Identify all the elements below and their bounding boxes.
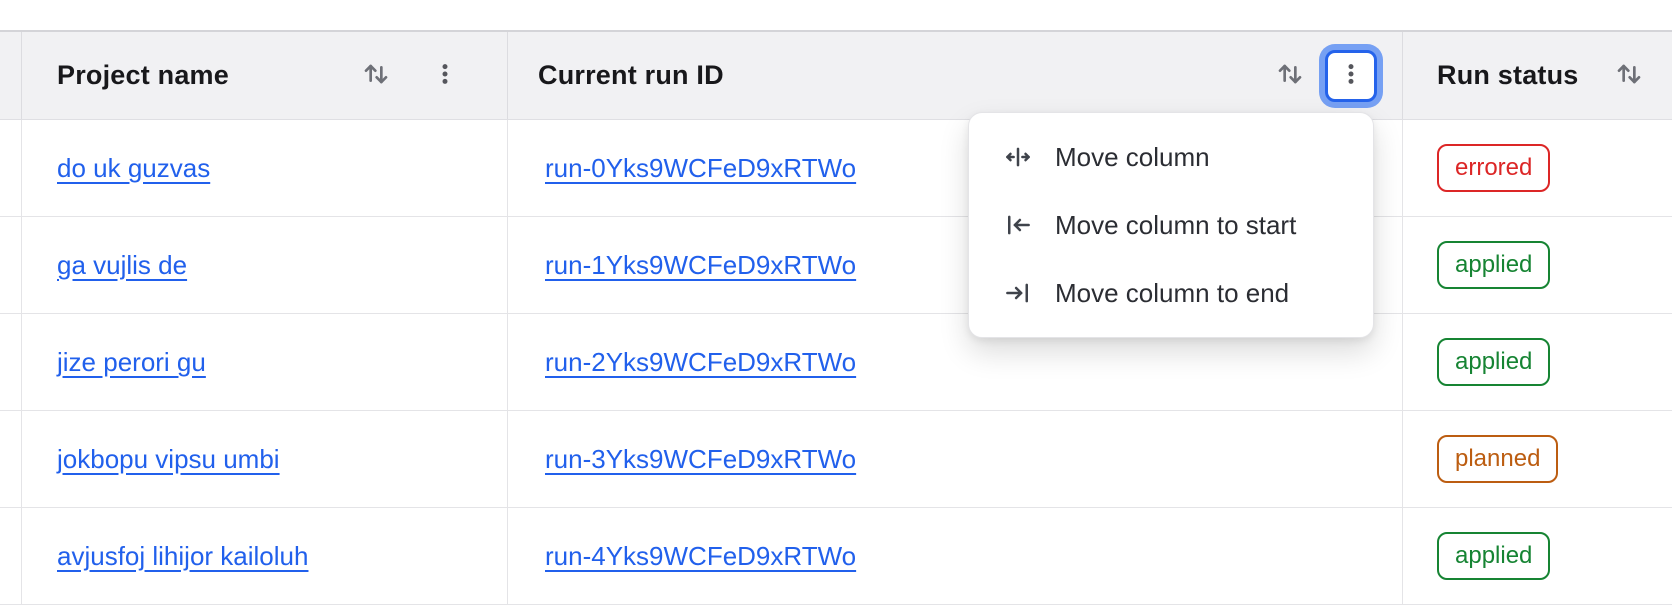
project-link[interactable]: do uk guzvas	[57, 152, 211, 183]
project-cell: avjusfoj lihijor kailoluh	[22, 508, 508, 604]
column-menu-button-project-name[interactable]	[423, 54, 467, 98]
header-project-name: Project name	[22, 32, 508, 119]
menu-item-label: Move column	[1055, 141, 1210, 172]
run-id-link[interactable]: run-1Yks9WCFeD9xRTWo	[545, 249, 857, 280]
move-column-to-end-icon	[1003, 278, 1033, 308]
row-spacer-cell	[0, 120, 22, 216]
row-spacer-cell	[0, 314, 22, 410]
sort-icon	[1274, 58, 1306, 93]
table-row: do uk guzvas run-0Yks9WCFeD9xRTWo errore…	[0, 120, 1672, 217]
menu-item-move-column[interactable]: Move column	[969, 123, 1373, 191]
run-id-cell: run-1Yks9WCFeD9xRTWo	[508, 217, 1403, 313]
row-spacer-cell	[0, 508, 22, 604]
run-id-cell: run-4Yks9WCFeD9xRTWo	[508, 508, 1403, 604]
column-menu-button-current-run-id[interactable]	[1325, 49, 1377, 102]
row-spacer-cell	[0, 217, 22, 313]
column-label-current-run-id: Current run ID	[538, 60, 724, 90]
menu-item-label: Move column to end	[1055, 277, 1290, 308]
move-column-icon	[1003, 142, 1033, 172]
project-cell: jokbopu vipsu umbi	[22, 411, 508, 507]
project-link[interactable]: ga vujlis de	[57, 249, 188, 280]
sort-icon	[1613, 58, 1645, 93]
status-badge: applied	[1437, 532, 1551, 580]
status-cell: applied	[1403, 314, 1672, 410]
status-cell: planned	[1403, 411, 1672, 507]
run-id-cell: run-3Yks9WCFeD9xRTWo	[508, 411, 1403, 507]
status-cell: errored	[1403, 120, 1672, 216]
status-cell: applied	[1403, 508, 1672, 604]
menu-item-move-column-to-end[interactable]: Move column to end	[969, 259, 1373, 327]
project-link[interactable]: avjusfoj lihijor kailoluh	[57, 540, 309, 571]
column-menu-dropdown: Move column Move column to start Move co…	[968, 112, 1374, 338]
table-row: avjusfoj lihijor kailoluh run-4Yks9WCFeD…	[0, 508, 1672, 605]
kebab-icon	[432, 61, 458, 90]
run-id-link[interactable]: run-0Yks9WCFeD9xRTWo	[545, 152, 857, 183]
sort-icon	[360, 58, 392, 93]
projects-table: Project name Current run ID	[0, 30, 1672, 605]
sort-button-current-run-id[interactable]	[1273, 59, 1307, 93]
header-current-run-id: Current run ID	[508, 32, 1403, 119]
row-spacer-cell	[0, 411, 22, 507]
column-label-run-status: Run status	[1437, 60, 1579, 90]
status-cell: applied	[1403, 217, 1672, 313]
run-id-link[interactable]: run-4Yks9WCFeD9xRTWo	[545, 540, 857, 571]
run-id-cell: run-2Yks9WCFeD9xRTWo	[508, 314, 1403, 410]
project-cell: jize perori gu	[22, 314, 508, 410]
table-row: ga vujlis de run-1Yks9WCFeD9xRTWo applie…	[0, 217, 1672, 314]
table-header-row: Project name Current run ID	[0, 30, 1672, 120]
menu-item-move-column-to-start[interactable]: Move column to start	[969, 191, 1373, 259]
run-id-cell: run-0Yks9WCFeD9xRTWo	[508, 120, 1403, 216]
kebab-icon	[1338, 61, 1364, 90]
table-row: jize perori gu run-2Yks9WCFeD9xRTWo appl…	[0, 314, 1672, 411]
table-row: jokbopu vipsu umbi run-3Yks9WCFeD9xRTWo …	[0, 411, 1672, 508]
column-label-project-name: Project name	[57, 60, 229, 90]
menu-item-label: Move column to start	[1055, 209, 1297, 240]
project-link[interactable]: jize perori gu	[57, 346, 206, 377]
run-id-link[interactable]: run-3Yks9WCFeD9xRTWo	[545, 443, 857, 474]
status-badge: errored	[1437, 144, 1551, 192]
sort-button-project-name[interactable]	[359, 59, 393, 93]
move-column-to-start-icon	[1003, 210, 1033, 240]
sort-button-run-status[interactable]	[1612, 59, 1646, 93]
status-badge: applied	[1437, 241, 1551, 289]
status-badge: planned	[1437, 435, 1559, 483]
header-spacer-cell	[0, 32, 22, 119]
project-cell: do uk guzvas	[22, 120, 508, 216]
status-badge: applied	[1437, 338, 1551, 386]
run-id-link[interactable]: run-2Yks9WCFeD9xRTWo	[545, 346, 857, 377]
header-run-status: Run status	[1403, 32, 1672, 119]
project-link[interactable]: jokbopu vipsu umbi	[57, 443, 280, 474]
project-cell: ga vujlis de	[22, 217, 508, 313]
